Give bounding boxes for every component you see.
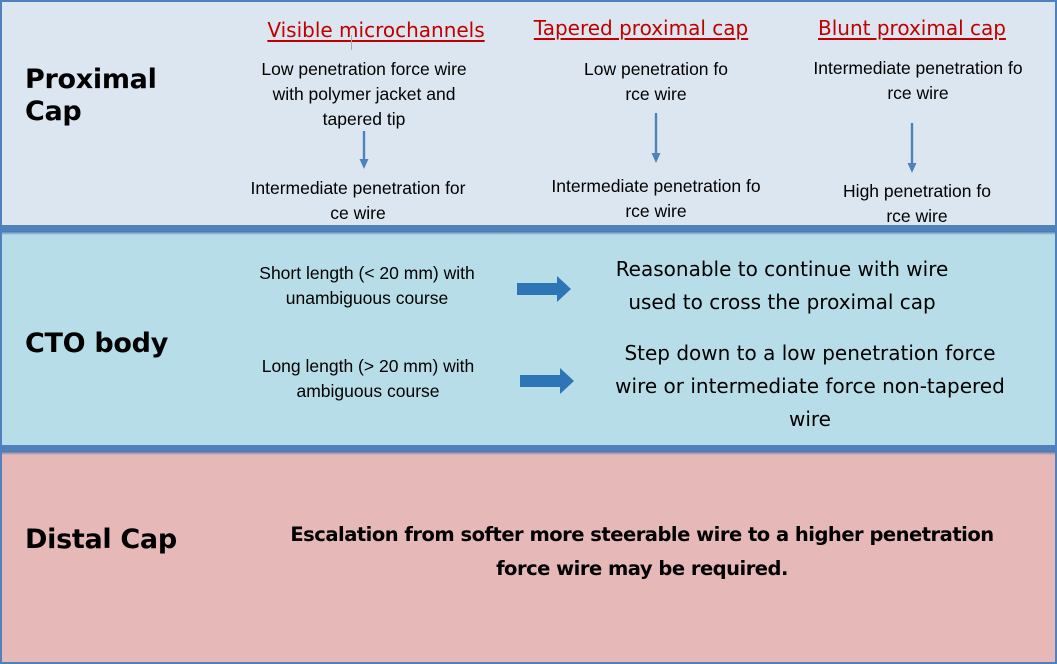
text-line: ce wire [330, 203, 386, 223]
text-line: High penetration fo [843, 181, 991, 201]
column-heading-tapered-proximal-cap: Tapered proximal cap [533, 16, 749, 40]
long-length-condition: Long length (> 20 mm) with ambiguous cou… [224, 354, 512, 404]
short-length-result: Reasonable to continue with wire used to… [582, 253, 982, 319]
cto-body-panel: CTO body Short length (< 20 mm) with una… [0, 229, 1057, 447]
text-line: Step down to a low penetration force [624, 341, 996, 365]
text-line: Low penetration force wire [261, 59, 467, 79]
text-line: rce wire [625, 201, 687, 221]
proximal-title-line: Proximal [25, 64, 157, 95]
arrow-right-icon [520, 368, 574, 394]
text-line: rce wire [886, 206, 948, 226]
column2-end-wire: Intermediate penetration fo rce wire [524, 174, 788, 224]
long-length-result: Step down to a low penetration force wir… [580, 337, 1040, 436]
column-heading-visible-microchannels: Visible microchannels [267, 18, 485, 42]
text-line: wire [788, 407, 831, 431]
text-line: rce wire [625, 84, 687, 104]
column2-start-wire: Low penetration fo rce wire [536, 57, 776, 107]
proximal-title-line: Cap [25, 96, 82, 127]
cto-body-title: CTO body [25, 328, 168, 359]
text-line: Intermediate penetration for [250, 178, 466, 198]
text-line: unambiguous course [285, 288, 449, 308]
distal-cap-guidance: Escalation from softer more steerable wi… [242, 518, 1042, 586]
arrow-down-icon [651, 113, 661, 163]
text-line: ambiguous course [296, 381, 440, 401]
proximal-cap-panel: Proximal Cap Visible microchannels Low p… [0, 0, 1057, 227]
column1-end-wire: Intermediate penetration for ce wire [222, 176, 494, 226]
text-line: Short length (< 20 mm) with [259, 263, 475, 283]
text-line: wire or intermediate force non-tapered [615, 374, 1005, 398]
distal-cap-title: Distal Cap [25, 524, 177, 555]
text-line: with polymer jacket and [272, 84, 456, 104]
arrow-right-icon [517, 276, 571, 302]
distal-cap-panel: Distal Cap Escalation from softer more s… [0, 449, 1057, 664]
text-line: force wire may be required. [496, 557, 788, 580]
short-length-condition: Short length (< 20 mm) with unambiguous … [224, 261, 510, 311]
arrow-down-icon [359, 131, 369, 169]
text-line: Low penetration fo [584, 59, 728, 79]
text-line: Long length (> 20 mm) with [261, 356, 475, 376]
text-line: tapered tip [322, 109, 406, 129]
text-line: rce wire [887, 83, 949, 103]
column3-start-wire: Intermediate penetration fo rce wire [786, 56, 1050, 106]
column-heading-blunt-proximal-cap: Blunt proximal cap [818, 16, 1006, 40]
proximal-cap-title: Proximal Cap [25, 64, 157, 128]
column1-start-wire: Low penetration force wire with polymer … [228, 57, 500, 132]
text-line: Reasonable to continue with wire [615, 257, 949, 281]
text-cursor-icon [351, 35, 354, 50]
text-line: Escalation from softer more steerable wi… [290, 523, 994, 546]
arrow-down-icon [907, 123, 917, 173]
text-line: Intermediate penetration fo [551, 176, 761, 196]
text-line: used to cross the proximal cap [628, 290, 936, 314]
text-line: Intermediate penetration fo [813, 58, 1023, 78]
column3-end-wire: High penetration fo rce wire [802, 179, 1032, 229]
